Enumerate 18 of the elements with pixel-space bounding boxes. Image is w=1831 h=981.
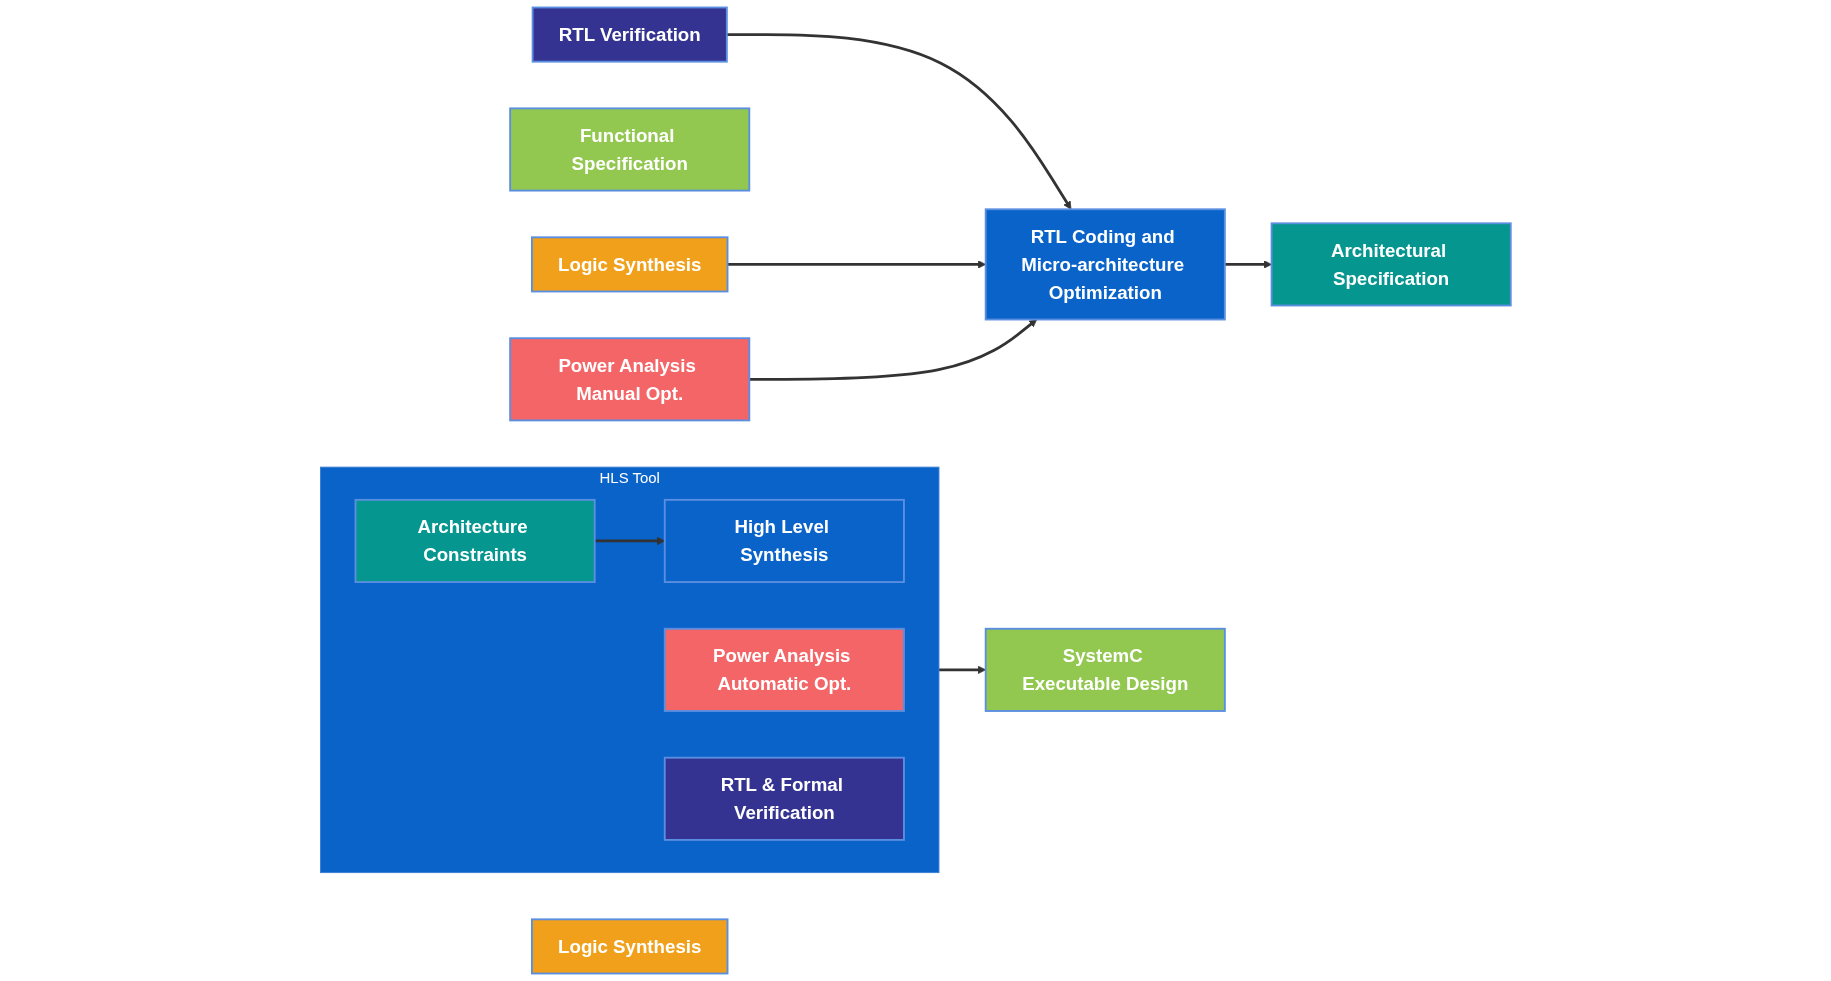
node-box: Logic Synthesis: [530, 236, 729, 293]
node-box: RTL Verification: [531, 6, 728, 63]
node-box: Architectural Specification: [1270, 222, 1512, 307]
node-box: Power Analysis Automatic Opt.: [663, 627, 905, 712]
node-box: Logic Synthesis: [530, 918, 729, 975]
arrow: [594, 536, 665, 546]
arrow: [726, 33, 1072, 210]
node-box: Functional Specification: [509, 107, 751, 192]
node-box: Power Analysis Manual Opt.: [509, 337, 751, 422]
node-box: High Level Synthesis: [663, 498, 905, 583]
arrow: [1224, 260, 1272, 269]
node-box: SystemC Executable Design: [984, 627, 1226, 712]
node-box: RTL & Formal Verification: [663, 756, 905, 841]
arrow: [727, 260, 986, 269]
node-box: RTL Coding and Micro-architecture Optimization: [984, 208, 1226, 321]
node-box: Architecture Constraints: [354, 498, 596, 583]
arrow: [938, 665, 986, 674]
arrow: [749, 319, 1037, 381]
